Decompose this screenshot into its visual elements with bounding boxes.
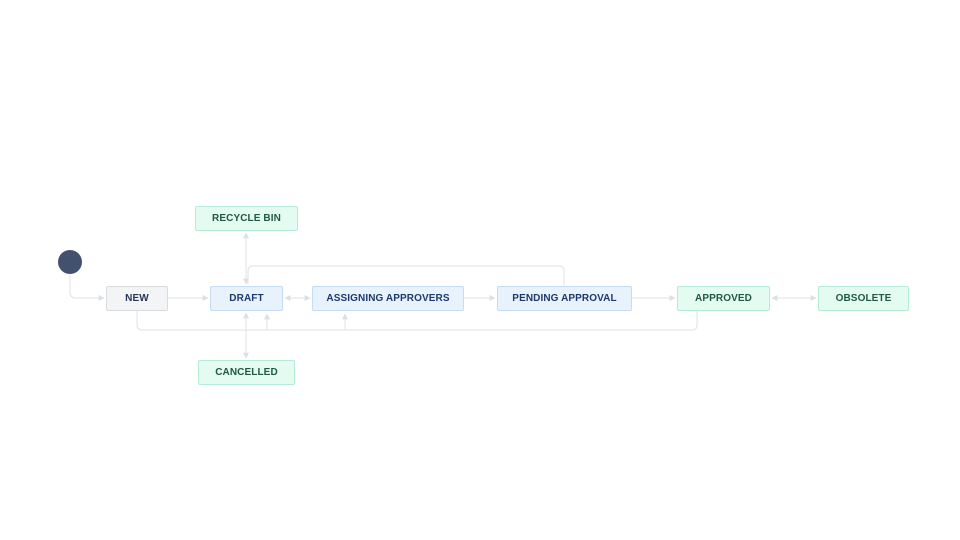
state-draft[interactable]: DRAFT	[210, 286, 283, 311]
state-cancelled[interactable]: CANCELLED	[198, 360, 295, 385]
state-recycle-bin[interactable]: RECYCLE BIN	[195, 206, 298, 231]
state-assigning-approvers[interactable]: ASSIGNING APPROVERS	[312, 286, 464, 311]
start-node[interactable]	[58, 250, 82, 274]
state-new[interactable]: NEW	[106, 286, 168, 311]
state-approved[interactable]: APPROVED	[677, 286, 770, 311]
edge-start-new	[69, 275, 105, 301]
edge-pending-draft-loop	[247, 265, 565, 286]
state-pending-approval[interactable]: PENDING APPROVAL	[497, 286, 632, 311]
edge-bottom-loop	[136, 311, 698, 331]
state-obsolete[interactable]: OBSOLETE	[818, 286, 909, 311]
